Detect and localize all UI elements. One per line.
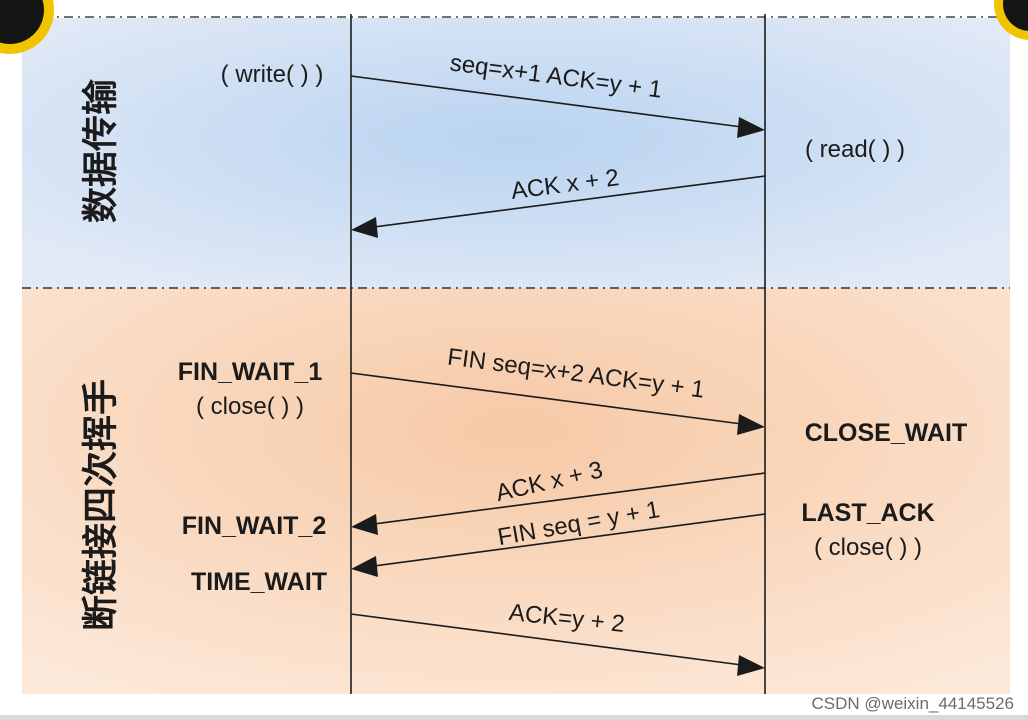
- last-ack-state: LAST_ACK: [801, 499, 934, 527]
- corner-badge-right: [994, 0, 1028, 40]
- message-2-arrow: [373, 175, 766, 228]
- teardown-section-title: 断链接四次挥手: [81, 379, 122, 631]
- message-3-arrow: [350, 372, 743, 425]
- message-6-arrow: [350, 613, 743, 666]
- write-call-label: ( write( ) ): [221, 61, 324, 88]
- close-wait-state: CLOSE_WAIT: [805, 419, 968, 447]
- message-5-arrowhead: [351, 556, 378, 577]
- message-4-arrowhead: [351, 514, 378, 535]
- fin-wait-1-state: FIN_WAIT_1: [178, 358, 323, 386]
- message-2-arrowhead: [351, 217, 378, 238]
- message-5-arrow: [373, 513, 766, 567]
- server-close-call-label: ( close( ) ): [814, 534, 922, 561]
- read-call-label: ( read( ) ): [805, 136, 905, 163]
- message-1-arrow: [350, 75, 743, 128]
- data-transfer-panel: [22, 18, 1010, 288]
- watermark-text: CSDN @weixin_44145526: [811, 694, 1014, 713]
- message-3-arrowhead: [737, 414, 765, 435]
- bottom-edge-bar: [0, 715, 1028, 720]
- fin-wait-2-state: FIN_WAIT_2: [182, 512, 326, 540]
- message-6-arrowhead: [737, 655, 765, 676]
- time-wait-state: TIME_WAIT: [191, 568, 327, 596]
- connection-teardown-panel: [22, 288, 1010, 694]
- data-transfer-section-title: 数据传输: [81, 78, 122, 223]
- message-4-arrow: [373, 472, 766, 525]
- corner-badge-left: [0, 0, 54, 54]
- client-close-call-label: ( close( ) ): [196, 393, 304, 420]
- message-1-arrowhead: [737, 117, 765, 138]
